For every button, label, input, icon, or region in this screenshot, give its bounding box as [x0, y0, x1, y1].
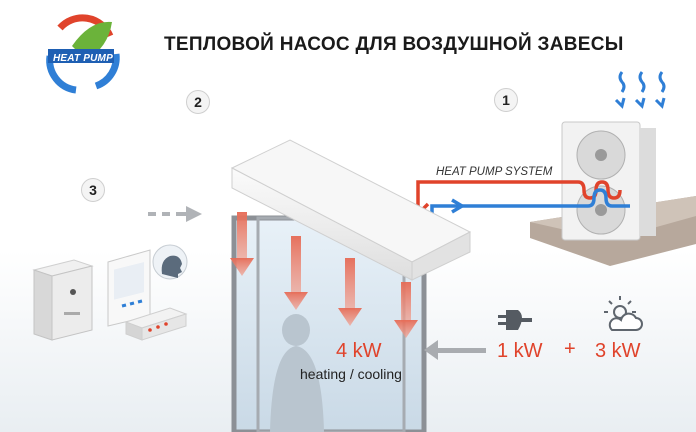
ambient-input-power: 3 kW [595, 340, 641, 362]
output-mode: heating / cooling [300, 366, 402, 382]
person-silhouette [282, 314, 310, 346]
logo-text: HEAT PUMP [53, 53, 113, 64]
electric-plug-icon [498, 310, 532, 330]
output-arrow [424, 340, 486, 360]
page-title: ТЕПЛОВОЙ НАСОС ДЛЯ ВОЗДУШНОЙ ЗАВЕСЫ [164, 34, 624, 55]
user-head-icon [152, 244, 188, 280]
electric-input-power: 1 kW [497, 340, 543, 362]
step-badge-2: 2 [186, 90, 210, 114]
output-power: 4 kW [336, 340, 382, 362]
control-cabinet [32, 259, 94, 341]
heat-pump-logo-icon [46, 14, 120, 94]
heat-pump-system-label: HEAT PUMP SYSTEM [436, 166, 553, 178]
sun-cloud-icon [604, 296, 643, 331]
wall-controller [107, 249, 151, 327]
warm-air-arrows [230, 212, 418, 338]
refrigerant-pipes [406, 180, 630, 217]
air-curtain-unit [230, 139, 472, 281]
step-badge-1: 1 [494, 88, 518, 112]
outdoor-unit [530, 121, 696, 266]
control-arrow [148, 206, 202, 222]
step-badge-3: 3 [81, 178, 105, 202]
plus-sign: + [564, 338, 576, 360]
relay-box [124, 307, 188, 341]
cold-air-waves-icon [614, 71, 666, 109]
